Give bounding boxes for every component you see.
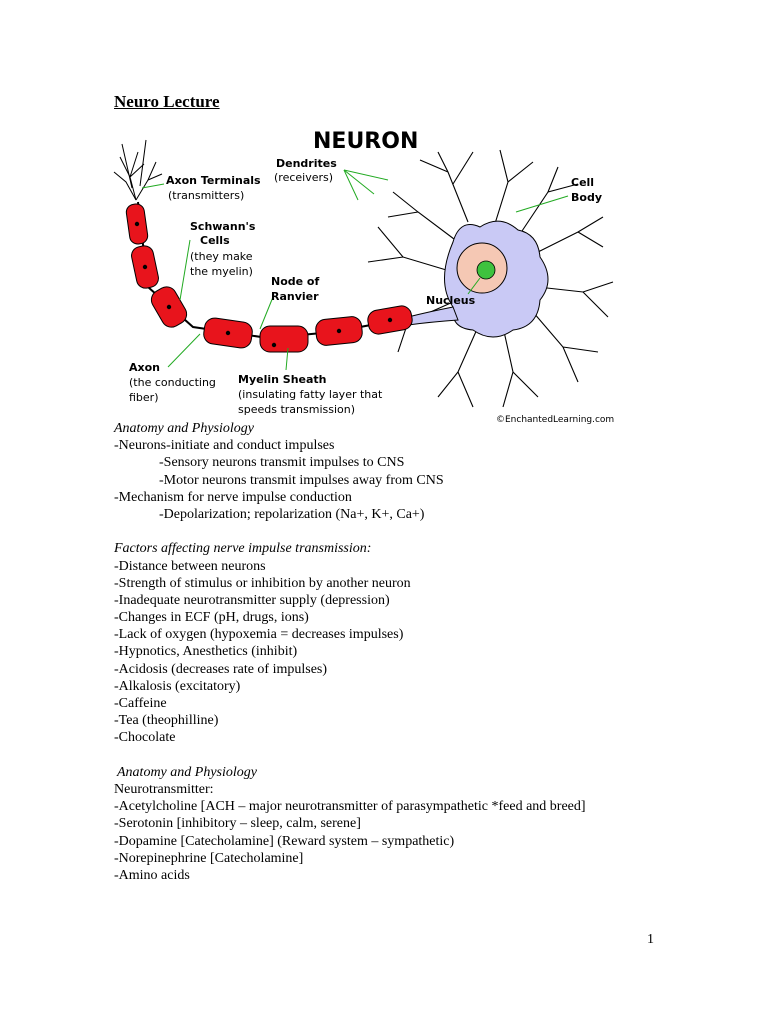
note-line: -Inadequate neurotransmitter supply (dep…: [114, 592, 390, 608]
note-line: -Neurons-initiate and conduct impulses: [114, 438, 335, 454]
note-line: -Strength of stimulus or inhibition by a…: [114, 575, 411, 591]
credit-text: ©EnchantedLearning.com: [496, 415, 614, 425]
note-line: -Alkalosis (excitatory): [114, 678, 241, 694]
note-line: -Lack of oxygen (hypoxemia = decreases i…: [114, 627, 404, 643]
note-line: -Caffeine: [114, 696, 167, 711]
myelin-segment: [259, 325, 309, 353]
note-line: -Norepinephrine [Catecholamine]: [114, 850, 304, 866]
nucleolus: [476, 260, 496, 280]
axon-terminals-sub: (transmitters): [168, 189, 244, 202]
schwann-sub-2: the myelin): [190, 265, 253, 278]
neuron-diagram: NEURON Axon Terminals (transmitters) Den…: [108, 122, 624, 426]
note-line: -Hypnotics, Anesthetics (inhibit): [114, 644, 298, 660]
section-heading: Anatomy and Physiology: [114, 421, 254, 436]
node-label-1: Node of: [271, 275, 319, 288]
page-title: Neuro Lecture: [114, 92, 220, 111]
note-line: -Acidosis (decreases rate of impulses): [114, 661, 328, 677]
axon-label: Axon: [129, 361, 160, 374]
note-line: -Changes in ECF (pH, drugs, ions): [114, 610, 309, 626]
note-line: -Serotonin [inhibitory – sleep, calm, se…: [114, 816, 361, 832]
section-heading: Factors affecting nerve impulse transmis…: [114, 541, 372, 557]
note-line: -Tea (theophilline): [114, 713, 219, 729]
note-line: -Acetylcholine [ACH – major neurotransmi…: [114, 799, 586, 815]
note-line: -Depolarization; repolarization (Na+, K+…: [159, 506, 425, 522]
note-line: -Motor neurons transmit impulses away fr…: [159, 472, 444, 488]
note-line: -Dopamine [Catecholamine] (Reward system…: [114, 833, 455, 849]
schwann-label-2: Cells: [200, 234, 230, 247]
myelin-label: Myelin Sheath: [238, 373, 327, 386]
section-heading: Anatomy and Physiology: [117, 764, 257, 780]
myelin-sub-2: speeds transmission): [238, 403, 355, 416]
page-number: 1: [647, 932, 654, 947]
note-line: -Amino acids: [114, 867, 190, 883]
myelin-segments: [125, 203, 413, 353]
schwann-nuclei: [134, 221, 393, 348]
cell-body-label-1: Cell: [571, 176, 594, 189]
schwann-sub-1: (they make: [190, 250, 253, 263]
nucleus-label: Nucleus: [426, 294, 476, 307]
axon-sub-1: (the conducting: [129, 376, 216, 389]
note-line: -Mechanism for nerve impulse conduction: [114, 489, 352, 505]
myelin-sub-1: (insulating fatty layer that: [238, 388, 383, 401]
dendrites-label: Dendrites: [276, 157, 337, 170]
note-line: Neurotransmitter:: [114, 781, 214, 797]
lecture-notes: Anatomy and Physiology -Neurons-initiate…: [114, 420, 674, 884]
dendrites-sub: (receivers): [274, 171, 333, 184]
note-line: -Sensory neurons transmit impulses to CN…: [159, 455, 405, 471]
note-line: -Distance between neurons: [114, 558, 266, 574]
axon-terminals-label: Axon Terminals: [166, 174, 261, 187]
cell-body-label-2: Body: [571, 191, 602, 204]
axon-hillock: [407, 306, 459, 326]
leader-lines: [141, 169, 569, 371]
schwann-label-1: Schwann's: [190, 220, 256, 233]
node-label-2: Ranvier: [271, 290, 319, 303]
axon-terminals: [113, 139, 163, 201]
axon-sub-2: fiber): [129, 391, 159, 404]
diagram-heading: NEURON: [313, 129, 418, 154]
note-line: -Chocolate: [114, 730, 176, 746]
